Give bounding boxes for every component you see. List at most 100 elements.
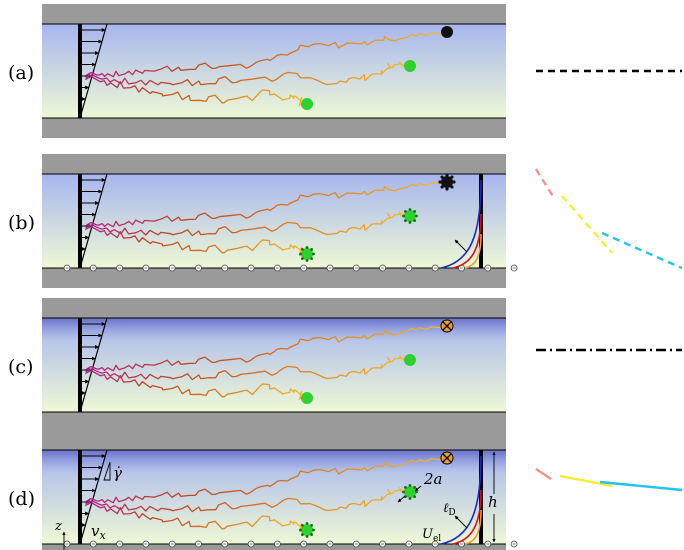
particle-charge-dot [305, 522, 309, 525]
potential-curve-red [452, 213, 482, 269]
trajectory-lower [85, 225, 308, 257]
debye-symbol: ℓ [443, 501, 449, 516]
right-side-plots [534, 69, 683, 492]
line-d-salmon [535, 468, 552, 480]
particle-charge-dot [415, 214, 418, 218]
trajectory-upper [85, 31, 448, 78]
top-wall [42, 154, 506, 174]
panel-d: (d)γ̇vx2aℓDUelhzx [8, 430, 518, 550]
top-wall [42, 298, 506, 318]
particle-charge-dot [415, 490, 418, 494]
particle-charge-dot [301, 524, 304, 527]
channel-fluid [42, 24, 506, 118]
particle-charge-dot [312, 528, 315, 532]
particle-green-lower [301, 392, 313, 404]
line-b-cyan-dashed [601, 231, 683, 270]
particle-green-middle [404, 486, 416, 498]
debye-subscript: D [448, 508, 455, 518]
particle-charge-dot [413, 219, 416, 222]
panel-label: (b) [8, 212, 35, 234]
panel-c: (c) [8, 298, 506, 432]
trajectory-upper [85, 457, 448, 504]
particle-charge-dot [404, 210, 407, 213]
potential-curve-orange [464, 233, 482, 269]
bottom-wall [42, 118, 506, 138]
velocity-subscript: x [99, 529, 106, 542]
particle-charge-dot [438, 180, 442, 184]
particle-charge-dot [305, 259, 309, 262]
particle-charge-dot [310, 524, 313, 527]
dark-top-gradient [42, 450, 506, 544]
trajectory-middle [85, 355, 411, 381]
shear-rate-label: γ̇ [113, 464, 122, 482]
top-wall [42, 430, 506, 450]
panel-a: (a) [8, 4, 506, 138]
particle-black [441, 26, 453, 38]
particle-charge-dot [450, 185, 454, 189]
panel-label: (a) [8, 62, 34, 84]
potential-symbol: U [422, 527, 434, 542]
potential-curve-orange [464, 509, 482, 545]
potential-curve-red [452, 489, 482, 545]
particle-green-lower [301, 98, 313, 110]
trajectory-middle [85, 487, 411, 513]
debye-arrow [454, 515, 468, 529]
particle-charge-dot [299, 528, 302, 532]
line-b-yellow-dashed [561, 195, 613, 254]
velocity-symbol: v [91, 522, 100, 540]
velocity-label: vx [91, 522, 106, 542]
particle-green-middle [404, 354, 416, 366]
panel-label: (c) [8, 356, 33, 378]
particle-green-lower [301, 248, 313, 260]
potential-label: Uel [422, 527, 441, 544]
trajectory-lower [85, 369, 308, 401]
top-wall [42, 4, 506, 24]
potential-curve-blue [440, 455, 482, 545]
particle-charge-dot [301, 533, 304, 536]
z-axis-label: z [54, 519, 62, 534]
particle-charge-dot [305, 246, 309, 249]
particle-charge-dot [310, 533, 313, 536]
trajectory-middle [85, 61, 411, 87]
radius-arrow [397, 495, 406, 503]
velocity-profile-line [79, 449, 108, 545]
line-d-cyan [599, 480, 683, 492]
trajectory-lower [85, 75, 308, 107]
potential-curve-blue [440, 179, 482, 269]
particle-charge-dot [301, 257, 304, 260]
shear-rate-triangle [103, 461, 111, 481]
line-d-yellow [559, 474, 613, 488]
particle-charge-dot [404, 219, 407, 222]
bottom-wall [42, 268, 506, 288]
particle-cross-line [442, 453, 452, 463]
particle-charge-dot [440, 175, 444, 179]
particle-charge-dot [452, 180, 456, 184]
particle-charge-dot [408, 497, 412, 500]
particle-green-lower [301, 524, 313, 536]
particle-charge-dot [413, 486, 416, 489]
debye-length-label: ℓD [443, 501, 456, 518]
particle-green-middle [404, 210, 416, 222]
height-label: h [488, 493, 498, 511]
particle-charge-dot [413, 495, 416, 498]
velocity-profile-line [79, 317, 108, 413]
particle-charge-dot [299, 252, 302, 256]
particle-charge-dot [404, 486, 407, 489]
particle-charge-dot [402, 214, 405, 218]
x-axis-label: x [94, 547, 102, 550]
trajectory-upper [85, 325, 448, 372]
dark-top-gradient [42, 318, 506, 412]
particle-charge-dot [310, 248, 313, 251]
velocity-profile-line [79, 173, 108, 269]
bottom-wall [42, 412, 506, 432]
particle-charge-dot [301, 248, 304, 251]
particle-charge-dot [445, 187, 449, 191]
velocity-profile-line [79, 23, 108, 119]
particle-cross-line [442, 321, 452, 331]
particle-charge-dot [413, 210, 416, 213]
trajectory-upper [85, 181, 448, 228]
radius-label: 2a [423, 470, 443, 488]
particle-charge-dot [305, 535, 309, 538]
particle-charge-dot [310, 257, 313, 260]
